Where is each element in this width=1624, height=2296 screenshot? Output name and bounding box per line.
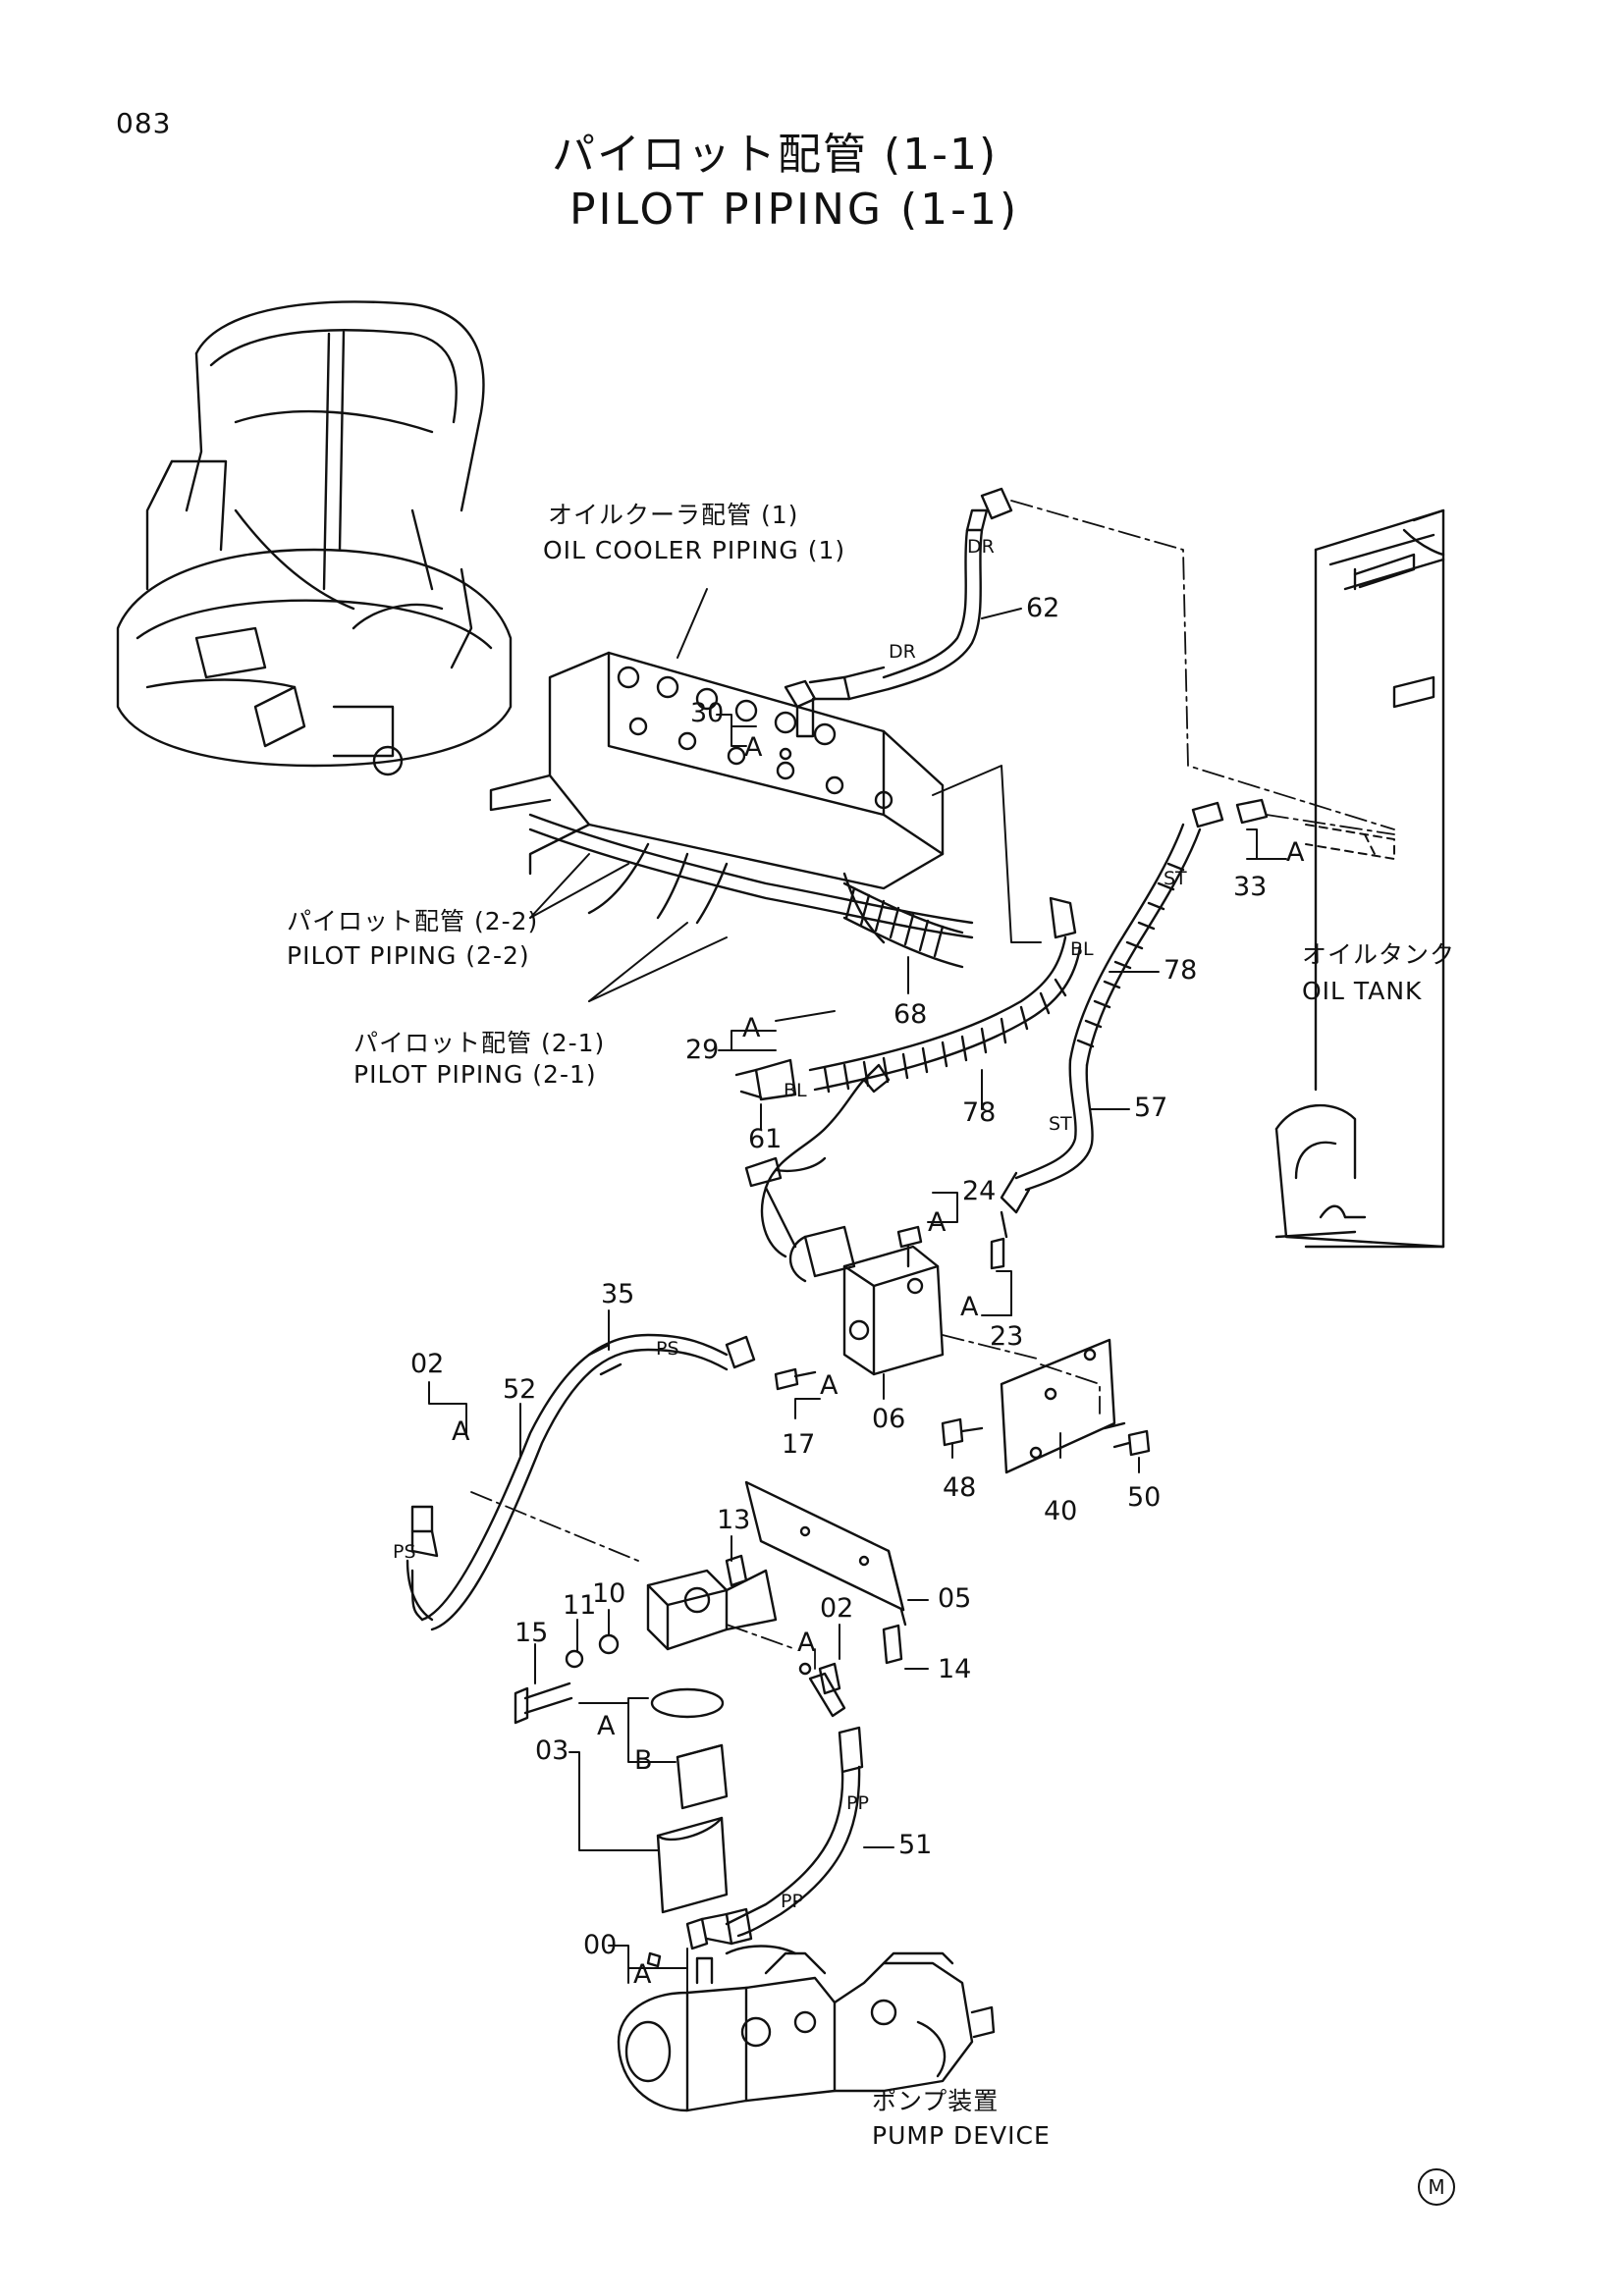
part-number-label: 03 [535,1735,569,1766]
hose-tag: BL [1070,938,1094,960]
part-number-label: 10 [592,1578,626,1609]
title-english: PILOT PIPING (1-1) [569,185,1020,235]
caption-pump-en: PUMP DEVICE [872,2121,1051,2150]
part-number-label: 68 [893,999,928,1030]
pump-device-illustration [617,1945,996,2112]
part-number-label: 23 [990,1321,1024,1352]
part-number-label: 61 [748,1124,783,1154]
caption-oil-cooler-en: OIL COOLER PIPING (1) [543,536,846,564]
hose-tag: DR [967,536,995,558]
elbow-02-illustration [798,1662,841,1695]
part-number-label: 06 [872,1404,906,1434]
hose-62-illustration [808,487,1013,701]
part-number-label: 40 [1044,1496,1078,1526]
part-number-label: 50 [1127,1482,1162,1513]
page-number: 083 [116,107,172,139]
hose-tag: PP [781,1891,803,1912]
group-letter: A [928,1207,947,1238]
hose-tag: DR [889,641,916,663]
caption-pilot-2-2-en: PILOT PIPING (2-2) [287,941,530,970]
maker-mark: M [1418,2168,1455,2206]
part-number-label: 11 [563,1590,597,1621]
part-number-label: 05 [938,1583,972,1614]
hose-51-illustration [685,1672,864,1950]
hose-tag: PS [656,1338,679,1360]
caption-pump-jp: ポンプ装置 [872,2087,1000,2115]
hose-tag: PS [393,1541,416,1563]
hose-tag: ST [1164,868,1187,889]
caption-oil-cooler-jp: オイルクーラ配管 (1) [548,501,799,529]
part-number-label: 24 [962,1176,997,1206]
caption-oil-tank-en: OIL TANK [1302,977,1423,1005]
hidden-piping-lines [1305,824,1395,860]
title-japanese: パイロット配管 (1-1) [552,130,999,180]
caption-pilot-2-2-jp: パイロット配管 (2-2) [287,907,539,935]
fastener-parts-illustration [646,1225,1151,1968]
part-number-label: 17 [782,1429,816,1460]
group-letter: B [634,1745,653,1776]
group-letter: A [744,732,763,763]
caption-pilot-2-1-en: PILOT PIPING (2-1) [353,1060,597,1089]
part-number-label: 15 [514,1618,549,1648]
solenoid-valve-illustration [744,1063,945,1376]
part-number-label: 78 [1164,955,1198,986]
caption-oil-tank-jp: オイルタンク [1302,940,1456,969]
part-number-label: 48 [943,1472,977,1503]
part-number-label: 02 [820,1593,854,1624]
group-letter: A [820,1370,839,1401]
filter-assembly-illustration [514,1480,907,1914]
group-letter: A [960,1292,979,1322]
hose-tag: PP [846,1792,869,1814]
part-number-label: 02 [410,1349,445,1379]
part-number-label: 57 [1134,1093,1168,1123]
hose-tag: ST [1049,1113,1072,1135]
part-number-label: 78 [962,1097,997,1128]
group-letter: A [597,1711,616,1741]
group-letter: A [452,1416,470,1447]
group-letter: A [797,1628,816,1658]
elbow-30-illustration [779,679,817,761]
oil-tank-illustration [1274,508,1445,1249]
callout-leaders [428,588,1287,2033]
group-letter: A [1286,837,1305,868]
group-letter: A [742,1013,761,1043]
hose-tag: BL [784,1080,807,1101]
excavator-cab-illustration [116,300,513,776]
part-number-label: 00 [583,1930,618,1960]
part-number-label: 35 [601,1279,635,1309]
control-valve-illustration [489,651,974,944]
part-number-label: 51 [898,1830,933,1860]
bracket-plate-40-illustration [1000,1338,1126,1474]
part-number-label: 30 [690,698,725,728]
part-number-label: 29 [685,1035,720,1065]
part-number-label: 13 [717,1505,751,1535]
caption-pilot-2-1-jp: パイロット配管 (2-1) [353,1029,606,1057]
hose-52-illustration [406,1333,756,1631]
part-number-label: 14 [938,1654,972,1684]
group-letter: A [633,1959,652,1990]
hose-68-and-78-illustration [734,881,1082,1101]
hose-78-57-illustration [1000,798,1269,1239]
part-number-label: 33 [1233,872,1268,902]
part-number-label: 62 [1026,593,1060,623]
part-number-label: 52 [503,1374,537,1405]
